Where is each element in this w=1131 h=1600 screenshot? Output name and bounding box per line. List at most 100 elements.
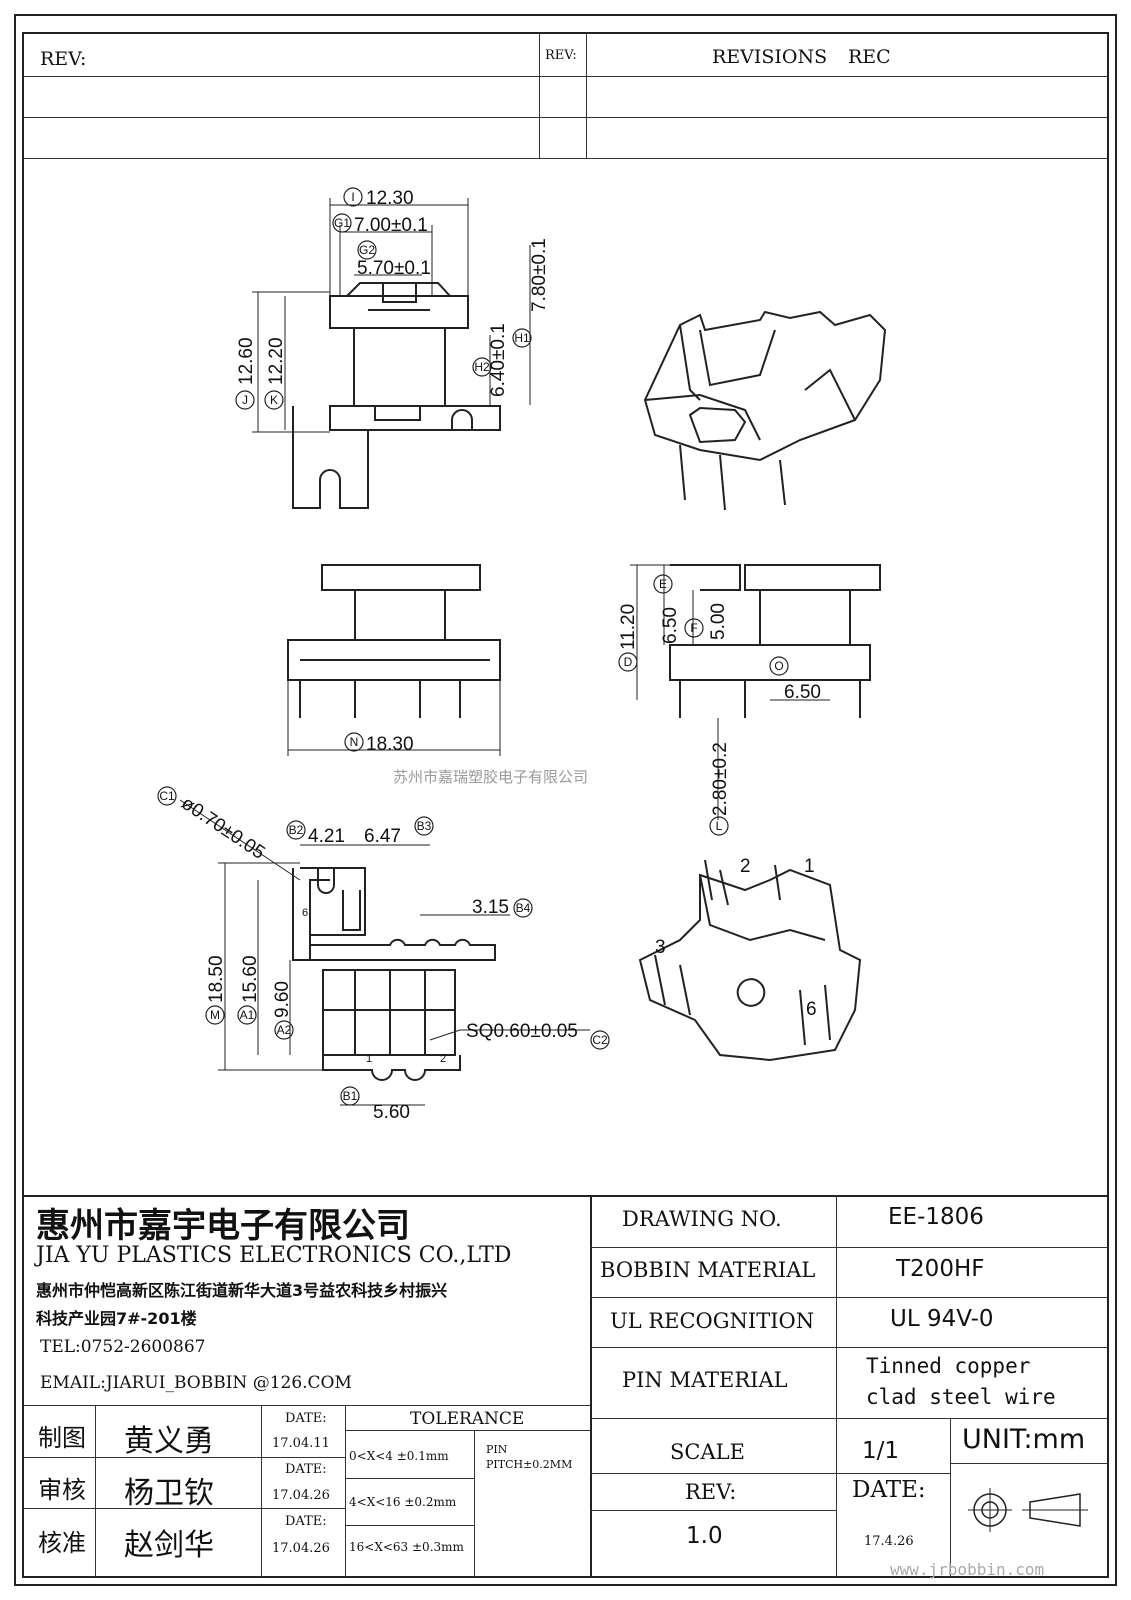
- ref-N: N: [350, 735, 359, 749]
- website: www.jrbobbin.com: [890, 1560, 1045, 1579]
- dim-N: 18.30: [366, 734, 414, 755]
- ref-C2: C2: [592, 1033, 608, 1047]
- drawing-border: [22, 32, 1109, 1578]
- date-value: 17.4.26: [864, 1534, 914, 1549]
- pin-material-line-2: clad steel wire: [866, 1385, 1056, 1409]
- ref-H1: H1: [514, 331, 530, 345]
- approver-name: 赵剑华: [124, 1528, 214, 1563]
- watermark-text: 苏州市嘉瑞塑胶电子有限公司: [393, 768, 589, 786]
- bottom-view-outline: [292, 867, 496, 1081]
- reviewer-date-label: DATE:: [285, 1462, 327, 1477]
- dim-H2: 6.40±0.1: [488, 323, 509, 397]
- drafter-date: 17.04.11: [272, 1436, 330, 1451]
- revisions-label: REVISIONS: [712, 46, 828, 68]
- ref-K: K: [270, 393, 278, 407]
- ref-C1: C1: [159, 789, 175, 803]
- unit: UNIT:mm: [962, 1424, 1086, 1455]
- dim-C1: ø0.70±0.05: [177, 793, 268, 864]
- scale-label: SCALE: [670, 1440, 745, 1464]
- dim-A1: 15.60: [240, 955, 261, 1003]
- ref-L: L: [716, 819, 723, 833]
- reviewer-date: 17.04.26: [272, 1488, 330, 1503]
- ul-recognition-label: UL RECOGNITION: [610, 1309, 815, 1333]
- dim-B2: 4.21: [308, 826, 345, 847]
- approver-date: 17.04.26: [272, 1541, 330, 1556]
- dim-G1: 7.00±0.1: [354, 215, 428, 236]
- iso-bottom-view: [638, 859, 862, 1062]
- ref-I: I: [351, 190, 354, 204]
- dim-K: 12.20: [266, 337, 287, 385]
- ref-A1: A1: [240, 1008, 255, 1022]
- company-name-cn: 惠州市嘉宇电子有限公司: [36, 1206, 410, 1246]
- dim-F: 5.00: [708, 603, 729, 640]
- pin-material-label: PIN MATERIAL: [622, 1368, 788, 1392]
- rev-label-small: REV:: [545, 48, 577, 63]
- ref-B3: B3: [417, 819, 432, 833]
- dim-L: 2.80±0.2: [710, 742, 731, 816]
- ref-H2: H2: [474, 360, 490, 374]
- dim-E: 6.50: [660, 607, 681, 644]
- pin-material-line-1: Tinned copper: [866, 1354, 1031, 1378]
- address-line-2: 科技产业园7#-201楼: [36, 1309, 197, 1328]
- rev-label: REV:: [40, 48, 87, 70]
- iso-top-view: [643, 310, 887, 511]
- tolerance-row-1: 0<X<4 ±0.1mm: [349, 1449, 449, 1463]
- iso-pin-6: 6: [806, 999, 817, 1020]
- ref-O: O: [774, 659, 783, 673]
- email: EMAIL:JIARUI_BOBBIN @126.COM: [40, 1373, 352, 1393]
- role-approver: 核准: [38, 1529, 86, 1557]
- pin-label-6: 6: [302, 907, 308, 919]
- ref-J: J: [242, 393, 248, 407]
- drafter-name: 黄义勇: [124, 1424, 214, 1459]
- ref-M: M: [210, 1008, 220, 1022]
- ref-B4: B4: [516, 901, 531, 915]
- drawing-no: EE-1806: [888, 1204, 984, 1230]
- dim-B1: 5.60: [373, 1102, 410, 1123]
- dim-D: 11.20: [618, 604, 639, 650]
- bobbin-material: T200HF: [896, 1256, 985, 1282]
- dim-O: 6.50: [784, 682, 821, 703]
- ref-F: F: [690, 621, 697, 635]
- iso-pin-1: 1: [804, 856, 815, 877]
- scale: 1/1: [862, 1438, 900, 1464]
- front-view-outline: [287, 564, 501, 718]
- ref-G2: G2: [359, 243, 375, 257]
- date-label: DATE:: [852, 1477, 926, 1503]
- ref-E: E: [659, 577, 667, 591]
- ref-B1: B1: [343, 1089, 358, 1103]
- dim-J: 12.60: [236, 337, 257, 385]
- iso-pin-2: 2: [740, 856, 751, 877]
- tolerance-label: TOLERANCE: [410, 1409, 525, 1429]
- rec-label: REC: [848, 46, 891, 68]
- ref-G1: G1: [334, 216, 350, 230]
- drawing-frame: [14, 14, 1117, 1586]
- projection-symbol-icon: [968, 1488, 1088, 1532]
- bobbin-material-label: BOBBIN MATERIAL: [600, 1258, 816, 1282]
- ref-A2: A2: [277, 1023, 292, 1037]
- dim-G2: 5.70±0.1: [357, 258, 431, 279]
- side-view-outline: [669, 564, 881, 718]
- dim-A2: 9.60: [272, 981, 293, 1018]
- rev-label: REV:: [685, 1480, 737, 1504]
- approver-date-label: DATE:: [285, 1514, 327, 1529]
- ref-D: D: [624, 655, 633, 669]
- iso-pin-3: 3: [655, 937, 666, 958]
- pin-label-1: 1: [366, 1053, 372, 1065]
- dim-H1: 7.80±0.1: [529, 238, 550, 312]
- role-reviewer: 审核: [38, 1476, 86, 1504]
- top-view-outline: [292, 282, 501, 509]
- pin-pitch-line-1: PIN: [486, 1443, 508, 1456]
- rev-value: 1.0: [686, 1523, 723, 1549]
- telephone: TEL:0752-2600867: [40, 1337, 206, 1357]
- drafter-date-label: DATE:: [285, 1411, 327, 1426]
- company-name-en: JIA YU PLASTICS ELECTRONICS CO.,LTD: [36, 1243, 512, 1268]
- dim-M: 18.50: [206, 955, 227, 1003]
- pin-pitch-line-2: PITCH±0.2MM: [486, 1458, 573, 1471]
- ref-B2: B2: [289, 823, 304, 837]
- tolerance-row-3: 16<X<63 ±0.3mm: [349, 1540, 464, 1554]
- drawing-no-label: DRAWING NO.: [622, 1207, 782, 1231]
- role-drafter: 制图: [38, 1424, 86, 1452]
- dim-B3: 6.47: [364, 826, 401, 847]
- dim-B4: 3.15: [472, 897, 509, 918]
